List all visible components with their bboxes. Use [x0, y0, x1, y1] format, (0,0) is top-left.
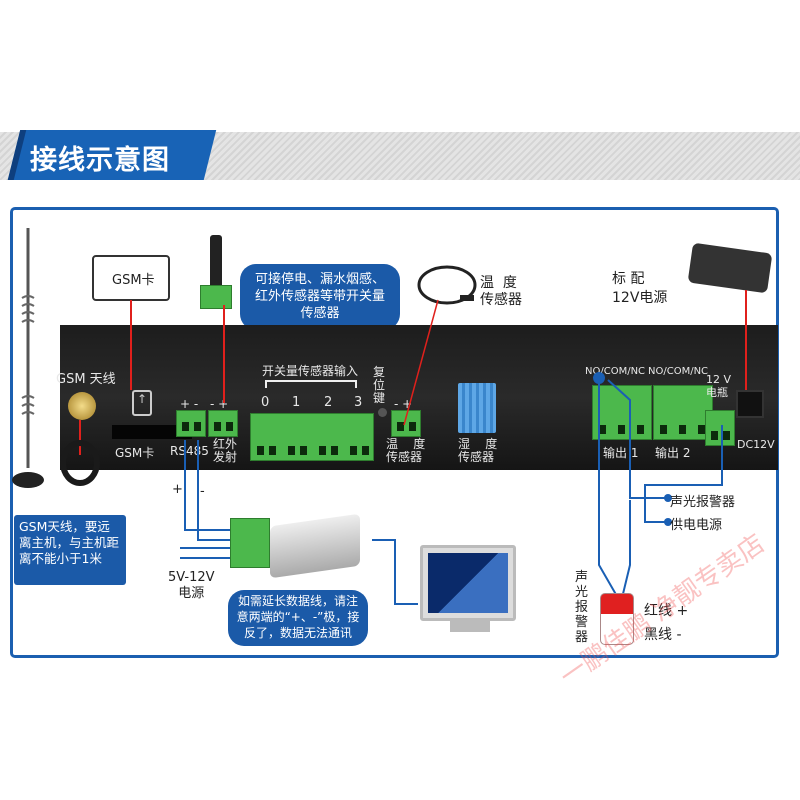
monitor-icon: [420, 545, 516, 621]
battery-label: 12 V 电瓶: [706, 373, 732, 399]
temp-sensor-label: 温 度 传感器: [386, 437, 426, 464]
alarm-wire-label: 声光报警器: [670, 495, 736, 510]
switch-channel-1: 1: [292, 395, 301, 410]
gsm-slot-label: GSM卡: [115, 446, 155, 460]
humidity-sensor-label: 湿 度 传感器: [458, 437, 498, 464]
switch-channel-0: 0: [261, 395, 270, 410]
switch-input-bracket: [265, 380, 357, 388]
power-note: 5V-12V 电源: [168, 570, 215, 601]
ir-label: 红外 发射: [213, 437, 238, 464]
temperature-probe-icon: [417, 265, 477, 305]
rs485-polarity: + -: [180, 397, 199, 411]
relay1-pins: NO/COM/NC: [585, 366, 646, 377]
reset-key-label: 复 位 键: [373, 365, 386, 405]
dc-jack-icon: [736, 390, 764, 418]
power-adapter-label-1: 标 配: [612, 271, 645, 287]
callout-switch-sensors: 可接停电、漏水烟感、红外传感器等带开关量传感器: [240, 264, 400, 330]
alarm-icon: [600, 593, 634, 645]
antenna-connector-icon: [68, 392, 96, 420]
switch-channel-3: 3: [354, 395, 363, 410]
wire-gsm-card: [130, 300, 132, 390]
sim-slot-icon: ↑: [132, 390, 152, 416]
switch-input-label: 开关量传感器输入: [262, 364, 359, 378]
alarm-label: 声 光 报 警 器: [575, 570, 589, 645]
gsm-card-box: GSM卡: [92, 255, 170, 301]
output2-label: 输出 2: [655, 446, 691, 460]
wire-ir: [223, 305, 225, 403]
rs485-wire-minus: -: [200, 484, 205, 499]
wire-power: [745, 290, 747, 390]
temp-polarity: - +: [394, 397, 413, 411]
antenna-cable-icon: [60, 440, 100, 486]
relay2-pins: NO/COM/NC: [648, 366, 709, 377]
dc12v-label: DC12V: [737, 438, 775, 451]
ir-terminal: [208, 410, 238, 437]
gsm-antenna-label: GSM 天线: [56, 372, 116, 387]
rs485-terminal: [176, 410, 206, 437]
black-wire-label: 黑线 -: [644, 627, 682, 643]
callout-data-line: 如需延长数据线，请注意两端的“+、-”极，接反了，数据无法通讯: [228, 590, 368, 646]
antenna-icon: [12, 228, 44, 488]
battery-terminal: [705, 410, 735, 446]
output1-terminal: [592, 385, 652, 440]
sim-slot: [112, 425, 192, 439]
reset-button[interactable]: [378, 408, 387, 417]
output2-terminal: [653, 385, 713, 440]
humidity-sensor-icon: [458, 383, 496, 433]
rs485-converter-terminal: [230, 518, 270, 568]
monitor-stand: [450, 620, 490, 632]
red-wire-label: 红线 +: [644, 603, 689, 619]
temperature-probe-label: 温 度 传感器: [480, 275, 522, 308]
power-adapter-label-2: 12V电源: [612, 290, 668, 306]
switch-channel-2: 2: [324, 395, 333, 410]
rs485-label: RS485: [170, 444, 209, 458]
rs485-wire-plus: +: [172, 482, 183, 497]
switch-input-terminals: [250, 413, 374, 461]
output1-label: 输出 1: [603, 446, 639, 460]
ir-emitter-icon: [210, 235, 222, 290]
power-wire-label: 供电电源: [670, 518, 723, 533]
ir-polarity: - +: [210, 397, 229, 411]
gsm-card-label: GSM卡: [112, 273, 155, 288]
ir-plug-icon: [200, 285, 232, 309]
page-title: 接线示意图: [30, 145, 170, 176]
gsm-antenna-note: GSM天线，要远离主机，与主机距离不能小于1米: [14, 515, 126, 585]
temp-terminal: [391, 410, 421, 437]
